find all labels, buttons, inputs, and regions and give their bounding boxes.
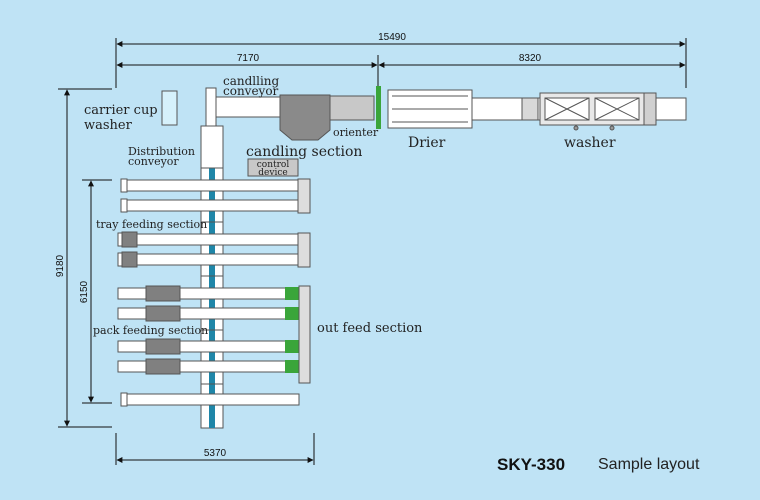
candling-section-unit (279, 94, 331, 141)
pack-line-3 (117, 340, 301, 353)
dim-right-width: 8320 (519, 53, 542, 64)
label-candling-conveyor-1: candlling (223, 74, 280, 88)
label-control-1: control (257, 160, 290, 170)
pack-line-1 (117, 287, 301, 300)
pack-line-4 (117, 360, 301, 373)
label-orienter: orienter (333, 126, 379, 139)
washer-exit-block (643, 92, 657, 126)
label-distribution-2: conveyor (128, 155, 179, 168)
feed-lines (117, 178, 311, 407)
dim-left-width: 7170 (237, 53, 260, 64)
label-out-feed: out feed section (317, 321, 423, 336)
washer-exit-conveyor (655, 97, 687, 121)
dim-feed-height: 6150 (79, 280, 90, 303)
control-device (247, 158, 299, 177)
label-washer: washer (564, 135, 616, 151)
dimension-lines (58, 38, 687, 465)
dim-overall-height: 9180 (55, 254, 66, 277)
washer-entry-block (521, 97, 539, 121)
label-candling-conveyor-2: conveyor (223, 84, 279, 98)
label-distribution-1: Distribution (128, 145, 195, 158)
bottom-line (125, 393, 300, 406)
tray-end-box-2 (297, 232, 311, 268)
dimension-values: 15490 7170 8320 9180 6150 5370 (55, 32, 542, 459)
label-carrier-cup-2: washer (84, 118, 133, 133)
out-feed-conveyor (298, 285, 311, 384)
tray-end-box-1 (297, 178, 311, 214)
dim-overall-width: 15490 (378, 32, 406, 43)
label-tray-feeding: tray feeding section (96, 218, 207, 231)
label-carrier-cup-1: carrier cup (84, 103, 158, 118)
conveyor-head (205, 87, 217, 127)
orienter-bar (376, 86, 381, 129)
model-name: SKY-330 (497, 455, 566, 474)
tray-line-4 (125, 253, 301, 266)
label-pack-feeding: pack feeding section (93, 324, 208, 337)
pack-line-2 (117, 307, 301, 320)
carrier-cup-washer (161, 90, 178, 126)
candling-conveyor (205, 96, 283, 118)
tray-line-2 (125, 199, 301, 212)
main-line (205, 86, 687, 141)
labels: carrier cup washer candlling conveyor Di… (84, 74, 616, 337)
dim-bottom-width: 5370 (204, 448, 227, 459)
layout-caption: Sample layout (598, 456, 700, 473)
candling-extension (329, 95, 375, 121)
tray-line-3 (125, 233, 301, 246)
label-candling-section: candling section (246, 144, 362, 160)
label-control-2: device (258, 168, 287, 178)
label-drier: Drier (408, 135, 446, 151)
distribution-conveyor (200, 125, 224, 429)
tray-line-1 (125, 179, 301, 192)
